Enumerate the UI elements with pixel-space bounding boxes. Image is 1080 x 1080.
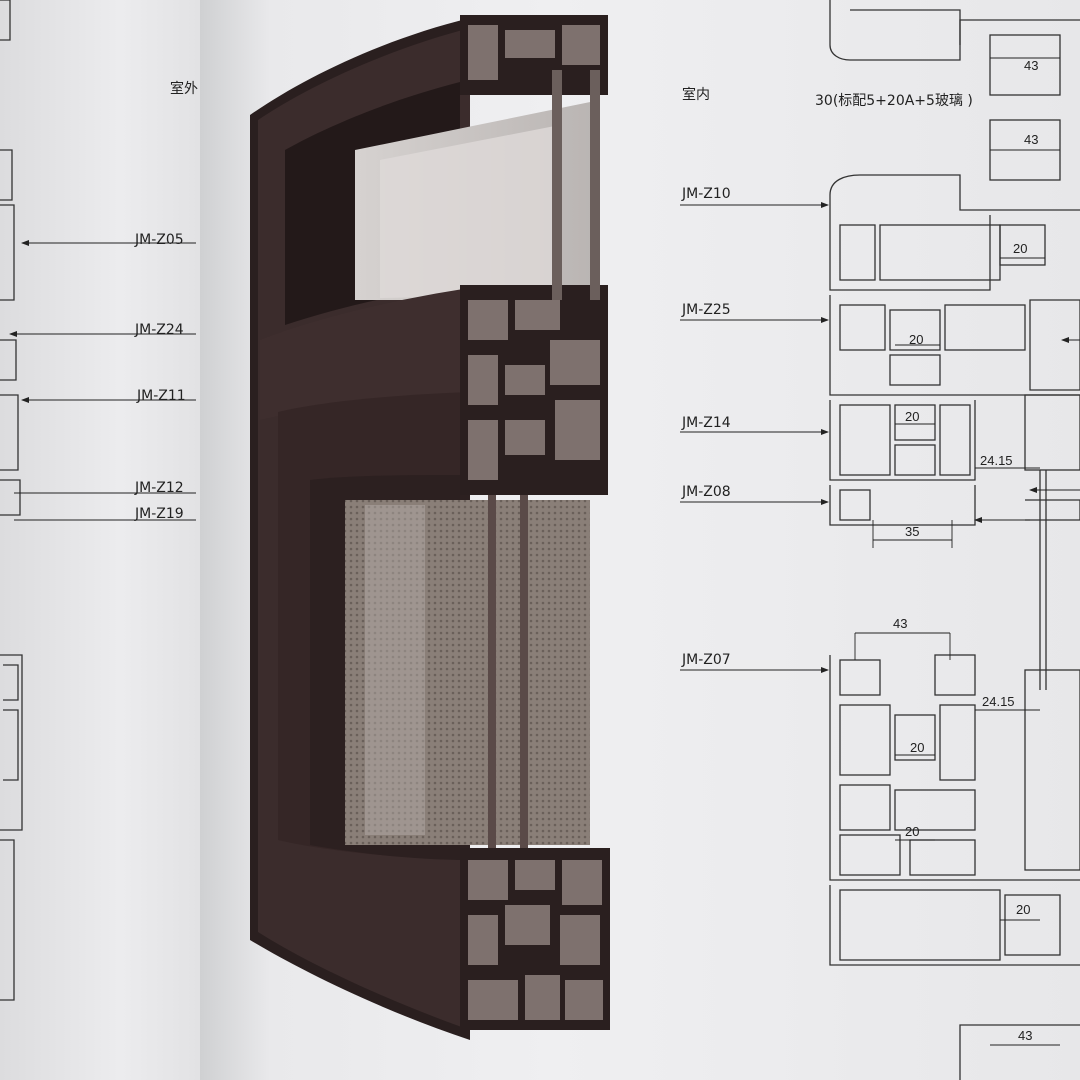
dim-43-second: 43 (1024, 132, 1039, 147)
callout-jm-z07: JM-Z07 (682, 652, 731, 668)
left-callout-lines (9, 240, 196, 521)
callout-jm-z25: JM-Z25 (682, 302, 731, 318)
dim-24-15-b: 24.15 (982, 694, 1015, 709)
callout-jm-z05: JM-Z05 (135, 232, 184, 248)
dim-20-a: 20 (1013, 241, 1028, 256)
callout-jm-z19: JM-Z19 (135, 506, 184, 522)
callout-jm-z12: JM-Z12 (135, 480, 184, 496)
callout-jm-z11: JM-Z11 (137, 388, 186, 404)
left-page-profiles (0, 0, 23, 1001)
dim-20-c: 20 (905, 409, 920, 424)
dim-43-mid: 43 (893, 616, 908, 631)
left-page (0, 0, 200, 1080)
dim-43-bottom: 43 (1018, 1028, 1033, 1043)
glass-spec-label: 30(标配5+20A+5玻璃 ) (815, 93, 973, 109)
callout-jm-z10: JM-Z10 (682, 186, 731, 202)
dim-20-d: 20 (910, 740, 925, 755)
dim-20-e: 20 (905, 824, 920, 839)
outdoor-label: 室外 (170, 81, 198, 97)
dim-20-b: 20 (909, 332, 924, 347)
dimension-lines (854, 57, 1060, 1046)
dim-43-top: 43 (1024, 58, 1039, 73)
dim-20-f: 20 (1016, 902, 1031, 917)
right-technical-drawing (829, 0, 1080, 1080)
callout-jm-z08: JM-Z08 (682, 484, 731, 500)
callout-jm-z14: JM-Z14 (682, 415, 731, 431)
window-render (250, 15, 610, 1040)
dim-35: 35 (905, 524, 920, 539)
dim-24-15-a: 24.15 (980, 453, 1013, 468)
callout-jm-z24: JM-Z24 (135, 322, 184, 338)
indoor-label: 室内 (682, 87, 710, 103)
right-callout-lines (680, 202, 1080, 673)
